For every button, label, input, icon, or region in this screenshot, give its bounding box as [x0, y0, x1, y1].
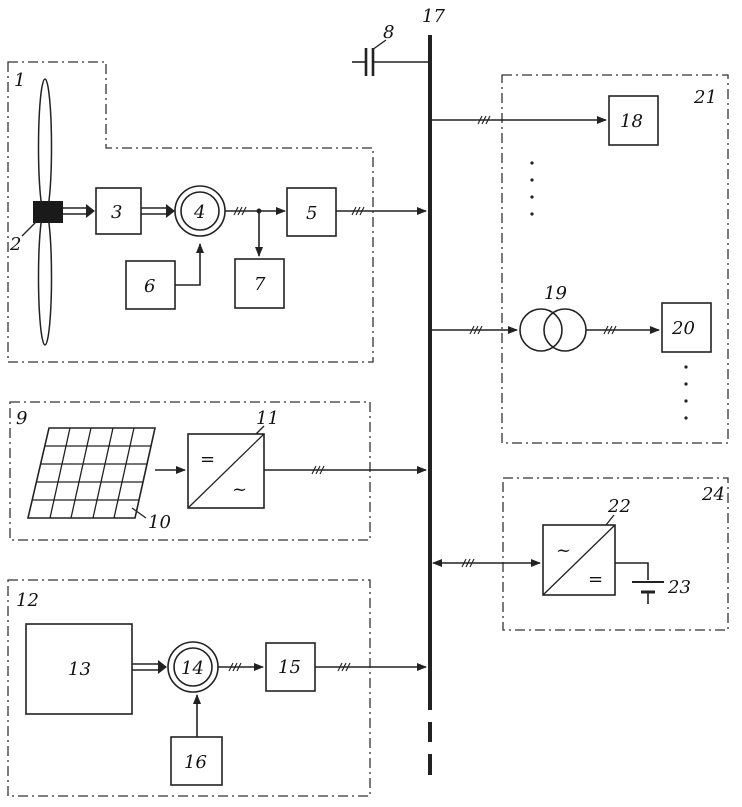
battery-23 [615, 562, 664, 604]
label-8: 8 [383, 22, 394, 43]
symbol-ac-22: ~ [556, 540, 571, 561]
generator-4 [174, 185, 226, 237]
load-unit-frame [501, 74, 729, 444]
box-20 [661, 302, 712, 353]
hatch-14-to-15 [228, 662, 242, 672]
label-7: 7 [254, 274, 266, 295]
box-3 [95, 187, 142, 235]
box-13 [25, 623, 133, 715]
box-5 [286, 187, 337, 237]
rotor-hub [33, 201, 63, 223]
hatch-11-to-bus [311, 465, 325, 475]
label-14: 14 [181, 658, 204, 679]
label-10: 10 [148, 512, 171, 533]
hatch-4-to-5 [233, 206, 247, 216]
label-9: 9 [16, 408, 27, 429]
label-23: 23 [667, 577, 691, 598]
shaft-hub-to-gearbox [63, 204, 95, 218]
hatch-19-to-20 [603, 325, 617, 335]
solar-unit-frame [9, 401, 371, 541]
transformer-19 [519, 308, 587, 352]
label-17: 17 [422, 6, 445, 27]
label-4: 4 [193, 202, 205, 223]
wind-unit-frame [7, 61, 374, 363]
converter-22 [542, 524, 616, 596]
label-5: 5 [306, 203, 317, 224]
box-16 [170, 736, 223, 786]
generator-unit-frame [7, 579, 371, 797]
label-15: 15 [278, 657, 301, 678]
label-19: 19 [544, 283, 567, 304]
line-6-to-4 [175, 243, 204, 286]
symbol-dc-11: = [200, 449, 215, 470]
leader-10 [131, 507, 147, 519]
vertical-ellipsis-upper [530, 161, 534, 216]
label-24: 24 [701, 484, 725, 505]
shaft-13-to-14 [132, 660, 167, 674]
label-13: 13 [68, 659, 91, 680]
capacitor-8 [352, 39, 430, 76]
hatch-15-to-bus [337, 662, 351, 672]
vertical-ellipsis-lower [684, 365, 688, 420]
generator-14 [167, 641, 219, 693]
box-15 [265, 642, 316, 692]
hatch-bus-to-22 [461, 558, 475, 568]
hatch-5-to-bus [351, 206, 365, 216]
leader-2 [21, 221, 37, 237]
hatch-bus-to-19 [469, 325, 483, 335]
hatch-bus-to-18 [477, 115, 491, 125]
inverter-11 [187, 433, 265, 509]
label-2: 2 [9, 234, 21, 255]
shaft-gearbox-to-generator [141, 204, 175, 218]
label-11: 11 [256, 408, 279, 429]
label-20: 20 [671, 318, 695, 339]
label-21: 21 [693, 87, 717, 108]
solar-panel [26, 427, 156, 519]
label-22: 22 [607, 496, 631, 517]
box-18 [608, 95, 659, 146]
label-12: 12 [16, 590, 39, 611]
leader-11 [255, 425, 265, 435]
label-3: 3 [111, 202, 122, 223]
leader-22 [605, 514, 615, 526]
symbol-dc-22: = [588, 569, 603, 590]
storage-unit-frame [502, 477, 729, 631]
symbol-ac-11: ~ [232, 479, 247, 500]
label-16: 16 [184, 752, 207, 773]
label-18: 18 [620, 111, 643, 132]
box-7 [234, 258, 285, 309]
label-1: 1 [14, 70, 25, 91]
label-6: 6 [144, 276, 155, 297]
